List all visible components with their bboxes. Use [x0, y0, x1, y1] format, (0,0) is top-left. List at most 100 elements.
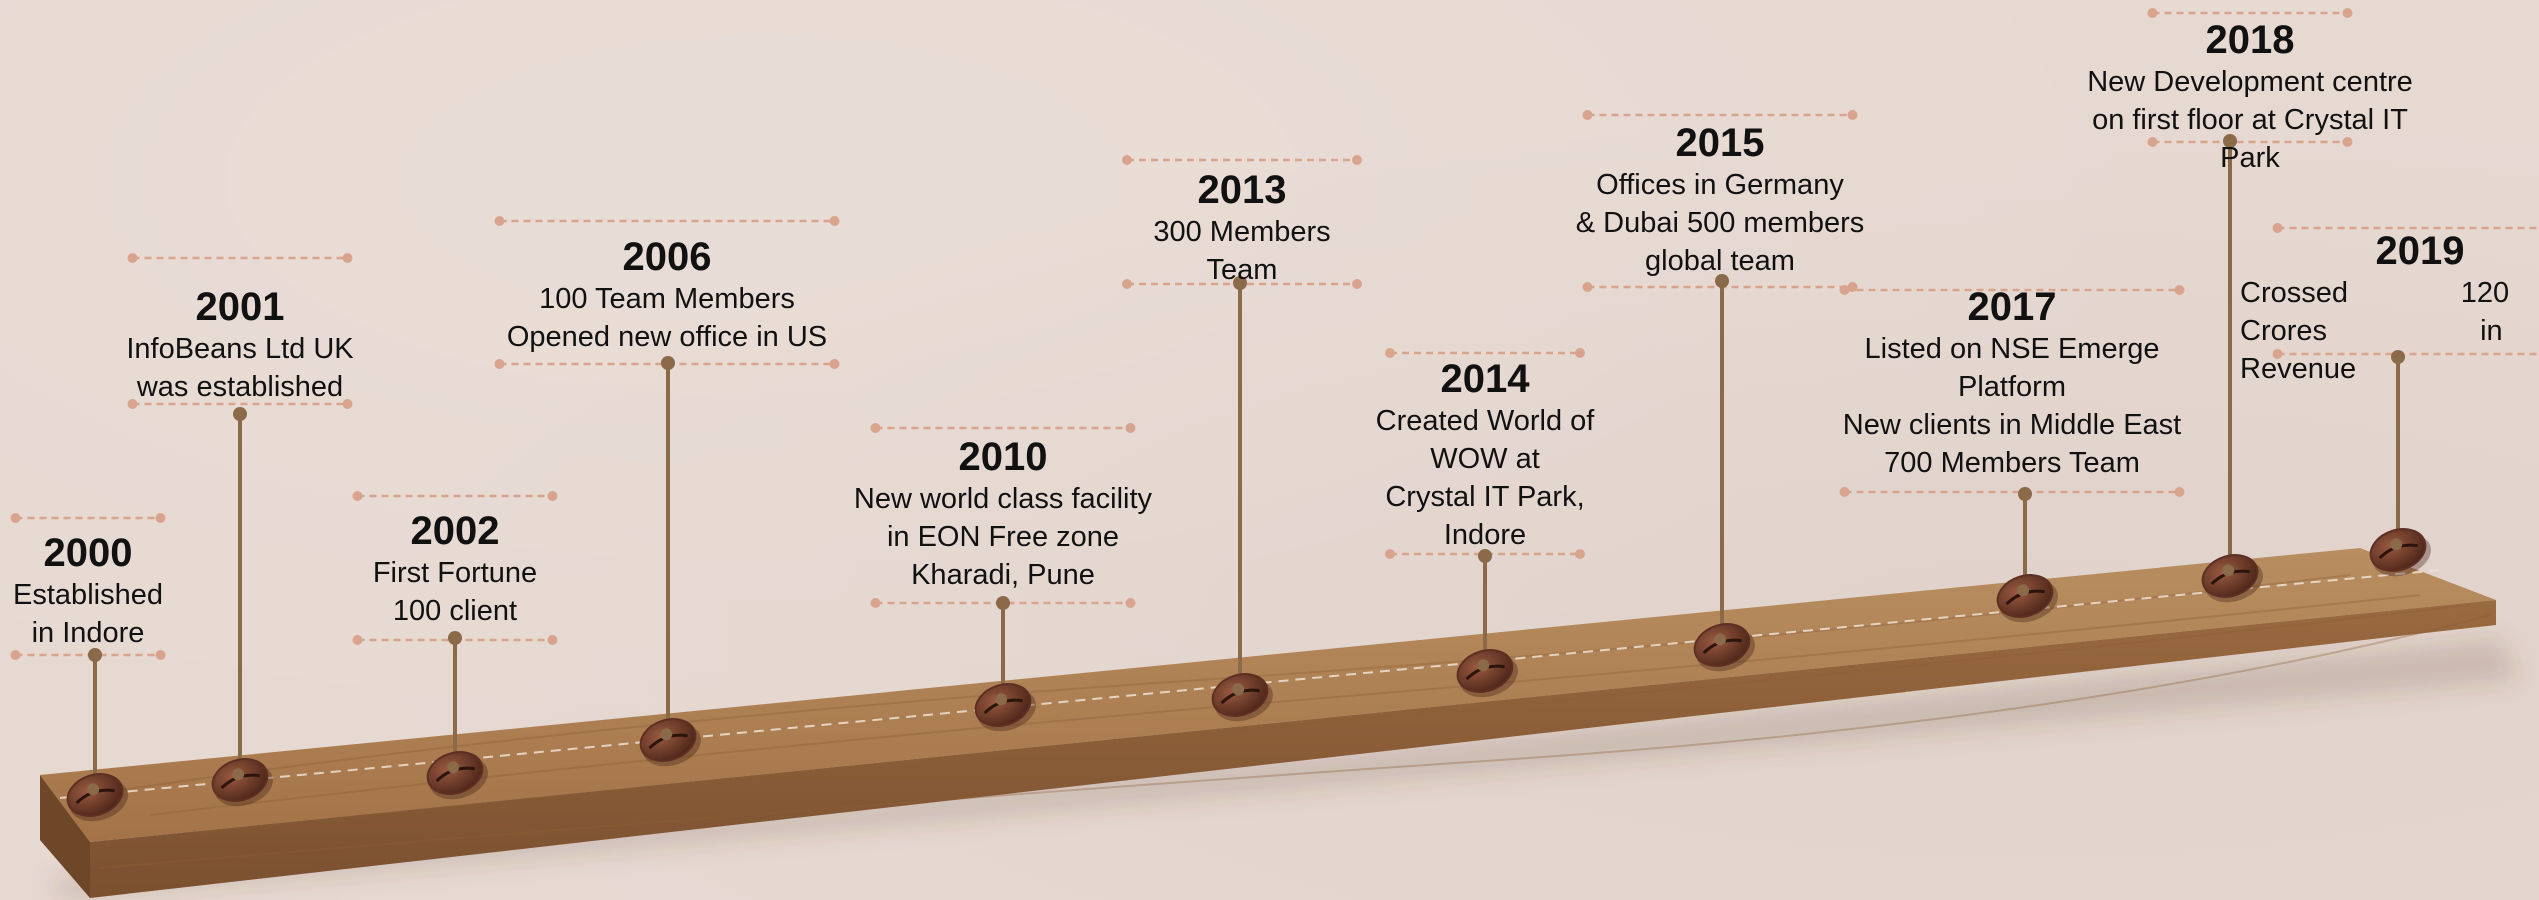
milestone-description: 300 Members Team: [1062, 213, 1422, 289]
pin-head: [2391, 350, 2405, 364]
milestone-line: Kharadi, Pune: [911, 559, 1095, 591]
guide-end-dot: [155, 650, 166, 660]
pin-foot: [1477, 659, 1490, 672]
pin-foot: [1714, 633, 1727, 646]
guide-end-dot: [2342, 8, 2353, 18]
milestone-2015: 2015 Offices in Germany & Dubai 500 memb…: [1540, 120, 1900, 280]
pin-foot: [447, 761, 460, 774]
coffee-bean-icon: [1456, 649, 1518, 698]
milestone-line: Indore: [1443, 519, 1527, 551]
guide-end-dot: [127, 399, 138, 409]
guide-end-dot: [547, 635, 558, 645]
pin-foot: [1232, 683, 1245, 696]
shelf-front: [90, 600, 2496, 898]
pin-foot: [2390, 538, 2403, 551]
milestone-year: 2017: [1967, 285, 2057, 329]
guide-end-dot: [155, 513, 166, 523]
coffee-bean-icon: [2369, 528, 2431, 577]
pin-foot: [660, 728, 673, 741]
milestone-2014: 2014 Created World of WOW at Crystal IT …: [1305, 356, 1665, 554]
milestone-line: 100 Team Members: [539, 283, 795, 315]
guide-end-dot: [2342, 137, 2353, 147]
bean-body: [2201, 554, 2259, 598]
guide-end-dot: [2272, 349, 2283, 359]
guide-end-dot: [342, 399, 353, 409]
pin-head: [1233, 276, 1247, 290]
milestone-year: 2001: [195, 285, 285, 329]
coffee-bean-icon: [66, 773, 128, 822]
pin-head: [2018, 487, 2032, 501]
pin-head: [88, 648, 102, 662]
milestone-description: Crossed 120 Crores in Revenue: [2240, 274, 2539, 388]
milestone-2006: 2006 100 Team Members Opened new office …: [487, 234, 847, 356]
guide-end-dot: [547, 491, 558, 501]
guide-end-dot: [1352, 155, 1362, 165]
guide-end-dot: [1582, 110, 1593, 120]
guide-end-dot: [1125, 598, 1136, 608]
guide-end-dot: [2174, 285, 2185, 295]
milestone-year: 2010: [958, 435, 1048, 479]
milestone-year: 2000: [43, 531, 133, 575]
guide-end-dot: [1122, 279, 1132, 289]
shelf-end: [40, 775, 90, 898]
milestone-description: Established in Indore: [0, 576, 268, 652]
pin-head: [1715, 274, 1729, 288]
pin-foot: [87, 783, 100, 796]
coffee-bean-icon: [639, 718, 701, 767]
guide-end-dot: [342, 253, 353, 263]
milestone-line: New world class facility: [853, 483, 1153, 515]
milestone-year: 2002: [410, 509, 500, 553]
pin-foot: [2222, 564, 2235, 577]
guide-end-dot: [1575, 348, 1585, 358]
milestone-year: 2018: [2205, 18, 2295, 62]
guide-end-dot: [1125, 423, 1136, 433]
milestone-year: 2013: [1197, 168, 1287, 212]
milestone-line: Platform: [1958, 371, 2066, 403]
guide-end-dot: [1122, 155, 1132, 165]
guide-end-dot: [1385, 348, 1395, 358]
milestone-description: InfoBeans Ltd UK was established: [60, 330, 420, 406]
milestone-line: WOW at: [1430, 443, 1540, 475]
timeline-pins: [88, 134, 2405, 789]
milestone-2002: 2002 First Fortune 100 client: [275, 508, 635, 630]
guide-end-dot: [494, 359, 505, 369]
guide-end-dot: [494, 216, 505, 226]
coffee-bean-icon: [974, 683, 1036, 732]
pin-foot: [2017, 584, 2030, 597]
milestone-description: New world class facility in EON Free zon…: [823, 480, 1183, 594]
guide-end-dot: [1839, 285, 1850, 295]
pin-head: [1478, 549, 1492, 563]
milestone-line: Crystal IT Park,: [1385, 481, 1585, 513]
milestone-line: 300 Members: [1153, 216, 1331, 248]
milestone-line: Offices in Germany: [1596, 169, 1844, 201]
pin-foot: [995, 693, 1008, 706]
milestone-line: Park: [2220, 142, 2280, 174]
milestone-2001: 2001 InfoBeans Ltd UK was established: [60, 284, 420, 406]
milestone-line: 700 Members Team: [1884, 447, 2140, 479]
milestone-description: New Development centre on first floor at…: [2070, 63, 2430, 177]
milestone-year: 2006: [622, 235, 712, 279]
milestone-description: Offices in Germany & Dubai 500 members g…: [1540, 166, 1900, 280]
milestone-line: Crossed 120: [2240, 277, 2510, 309]
shelf-shadow: [50, 640, 2520, 900]
milestone-line: Established: [13, 579, 163, 611]
milestone-line: in Indore: [31, 617, 145, 649]
guide-end-dot: [352, 491, 363, 501]
milestone-line: was established: [136, 371, 344, 403]
bean-body: [426, 751, 484, 795]
coffee-beans: [66, 528, 2431, 822]
pin-head: [233, 407, 247, 421]
coffee-bean-icon: [1211, 673, 1273, 722]
milestone-line: & Dubai 500 members: [1575, 207, 1865, 239]
guide-end-dot: [10, 513, 21, 523]
coffee-bean-icon: [211, 758, 273, 807]
milestone-2000: 2000 Established in Indore: [0, 530, 268, 652]
bean-body: [211, 758, 269, 802]
guide-end-dot: [2147, 8, 2158, 18]
pin-head: [2223, 134, 2237, 148]
guide-end-dot: [2272, 223, 2283, 233]
guide-end-dot: [870, 598, 881, 608]
milestone-2017: 2017 Listed on NSE Emerge Platform New c…: [1832, 284, 2192, 482]
pin-head: [661, 356, 675, 370]
